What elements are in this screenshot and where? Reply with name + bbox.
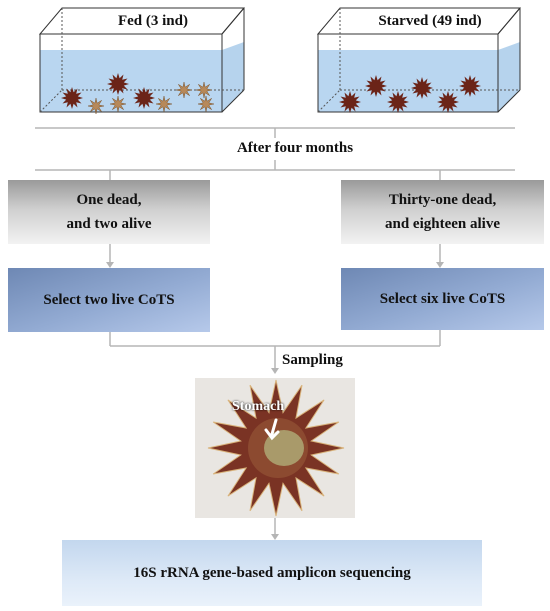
after-four-months-label: After four months: [236, 140, 354, 156]
fed-tank-label: Fed (3 ind): [117, 13, 188, 29]
connectors: [35, 127, 515, 540]
starfish-group: [61, 73, 481, 115]
fed-status-box: One dead, and two alive: [8, 180, 210, 244]
stomach-region: [264, 430, 304, 466]
starved-tank-label: Starved (49 ind): [378, 13, 482, 29]
adult-starfish-icon: [459, 75, 481, 97]
fed-tank: [38, 7, 246, 113]
stomach-annotation: Stomach: [232, 399, 285, 414]
fed-select-label: Select two live CoTS: [43, 291, 175, 308]
adult-starfish-icon: [61, 87, 83, 109]
juvenile-starfish-icon: [195, 81, 213, 99]
stomach-arrow-icon: [264, 418, 280, 441]
adult-starfish-icon: [339, 91, 361, 113]
adult-starfish-icon: [437, 91, 459, 113]
fed-status-line1: One dead,: [76, 192, 142, 208]
adult-starfish-icon: [387, 91, 409, 113]
juvenile-starfish-icon: [155, 95, 173, 113]
adult-starfish-icon: [133, 87, 155, 109]
starved-status-box: Thirty-one dead, and eighteen alive: [341, 180, 544, 244]
sequencing-box: 16S rRNA gene-based amplicon sequencing: [62, 540, 482, 606]
juvenile-starfish-icon: [109, 95, 127, 113]
starved-status-line1: Thirty-one dead,: [388, 192, 497, 208]
adult-starfish-icon: [411, 77, 433, 99]
juvenile-starfish-icon: [175, 81, 193, 99]
starved-status-line2: and eighteen alive: [385, 216, 500, 232]
juvenile-starfish-icon: [197, 95, 215, 113]
starved-select-box: Select six live CoTS: [341, 268, 544, 330]
starfish-photo: [195, 378, 355, 518]
juvenile-starfish-icon: [87, 97, 105, 115]
sequencing-label: 16S rRNA gene-based amplicon sequencing: [133, 564, 411, 581]
adult-starfish-icon: [365, 75, 387, 97]
fed-select-box: Select two live CoTS: [8, 268, 210, 332]
starved-select-label: Select six live CoTS: [379, 290, 506, 307]
fed-status-line2: and two alive: [66, 216, 152, 232]
adult-starfish-icon: [107, 73, 129, 95]
sampling-label: Sampling: [282, 352, 343, 368]
